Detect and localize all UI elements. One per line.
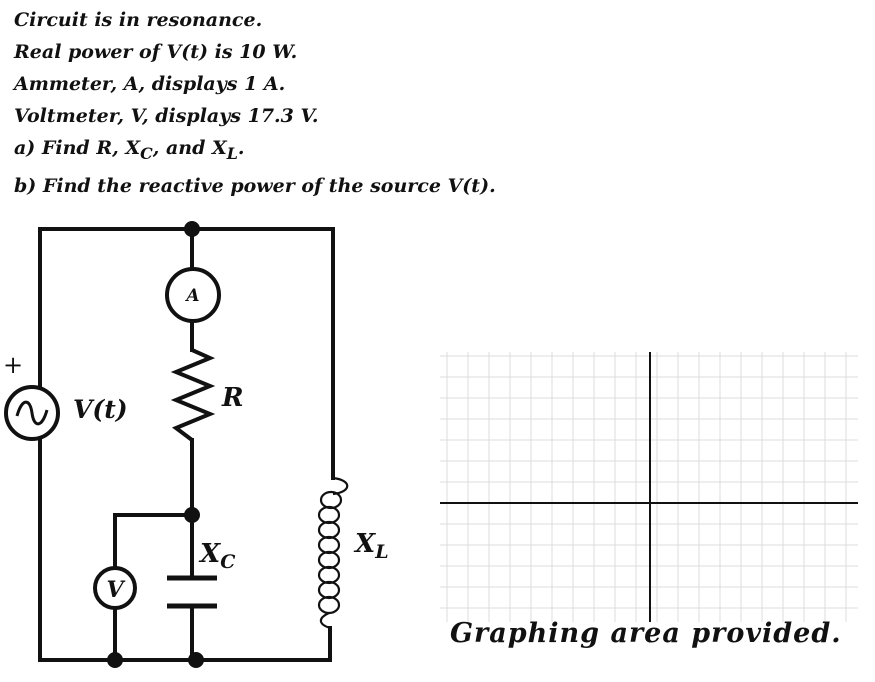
junction-top: [184, 221, 200, 237]
problem-line-5-end: .: [237, 137, 245, 159]
resistor-symbol: [170, 348, 216, 442]
junction-bottom-left: [107, 652, 123, 668]
problem-statement: Circuit is in resonance. Real power of V…: [14, 4, 496, 202]
source-polarity: +: [3, 351, 23, 379]
capacitor-label-main: X: [198, 539, 222, 569]
problem-line-6: b) Find the reactive power of the source…: [14, 174, 496, 197]
junction-bottom-mid: [188, 652, 204, 668]
problem-line-5-start: a) Find R, X: [14, 137, 141, 159]
voltmeter-symbol: [93, 566, 137, 610]
ammeter-symbol: [165, 267, 221, 323]
voltmeter-label: V: [106, 577, 125, 603]
junction-mid: [184, 507, 200, 523]
problem-line-1: Circuit is in resonance.: [14, 9, 263, 31]
wire-voltmeter-top: [113, 513, 194, 569]
problem-line-5-sub-c: C: [140, 143, 153, 163]
problem-line-5-sub-l: L: [226, 143, 238, 163]
problem-line-3: Ammeter, A, displays 1 A.: [14, 73, 286, 95]
source-label: V(t): [73, 395, 128, 424]
problem-line-5: a) Find R, XC, and XL.: [14, 132, 496, 170]
inductor-label-sub: L: [374, 541, 388, 563]
inductor-label: XL: [353, 529, 389, 563]
problem-line-4: Voltmeter, V, displays 17.3 V.: [14, 105, 319, 127]
inductor-symbol: [317, 476, 349, 630]
problem-line-2: Real power of V(t) is 10 W.: [14, 41, 298, 63]
sine-wave-icon: [15, 400, 49, 426]
inductor-label-main: X: [353, 529, 377, 559]
ammeter-label: A: [184, 286, 199, 306]
capacitor-label: XC: [198, 539, 235, 573]
problem-line-5-mid: , and X: [152, 137, 227, 159]
resistor-label: R: [221, 383, 244, 413]
graph-grid: [440, 352, 858, 622]
capacitor-label-sub: C: [220, 551, 235, 573]
graph-caption: Graphing area provided.: [450, 618, 842, 649]
